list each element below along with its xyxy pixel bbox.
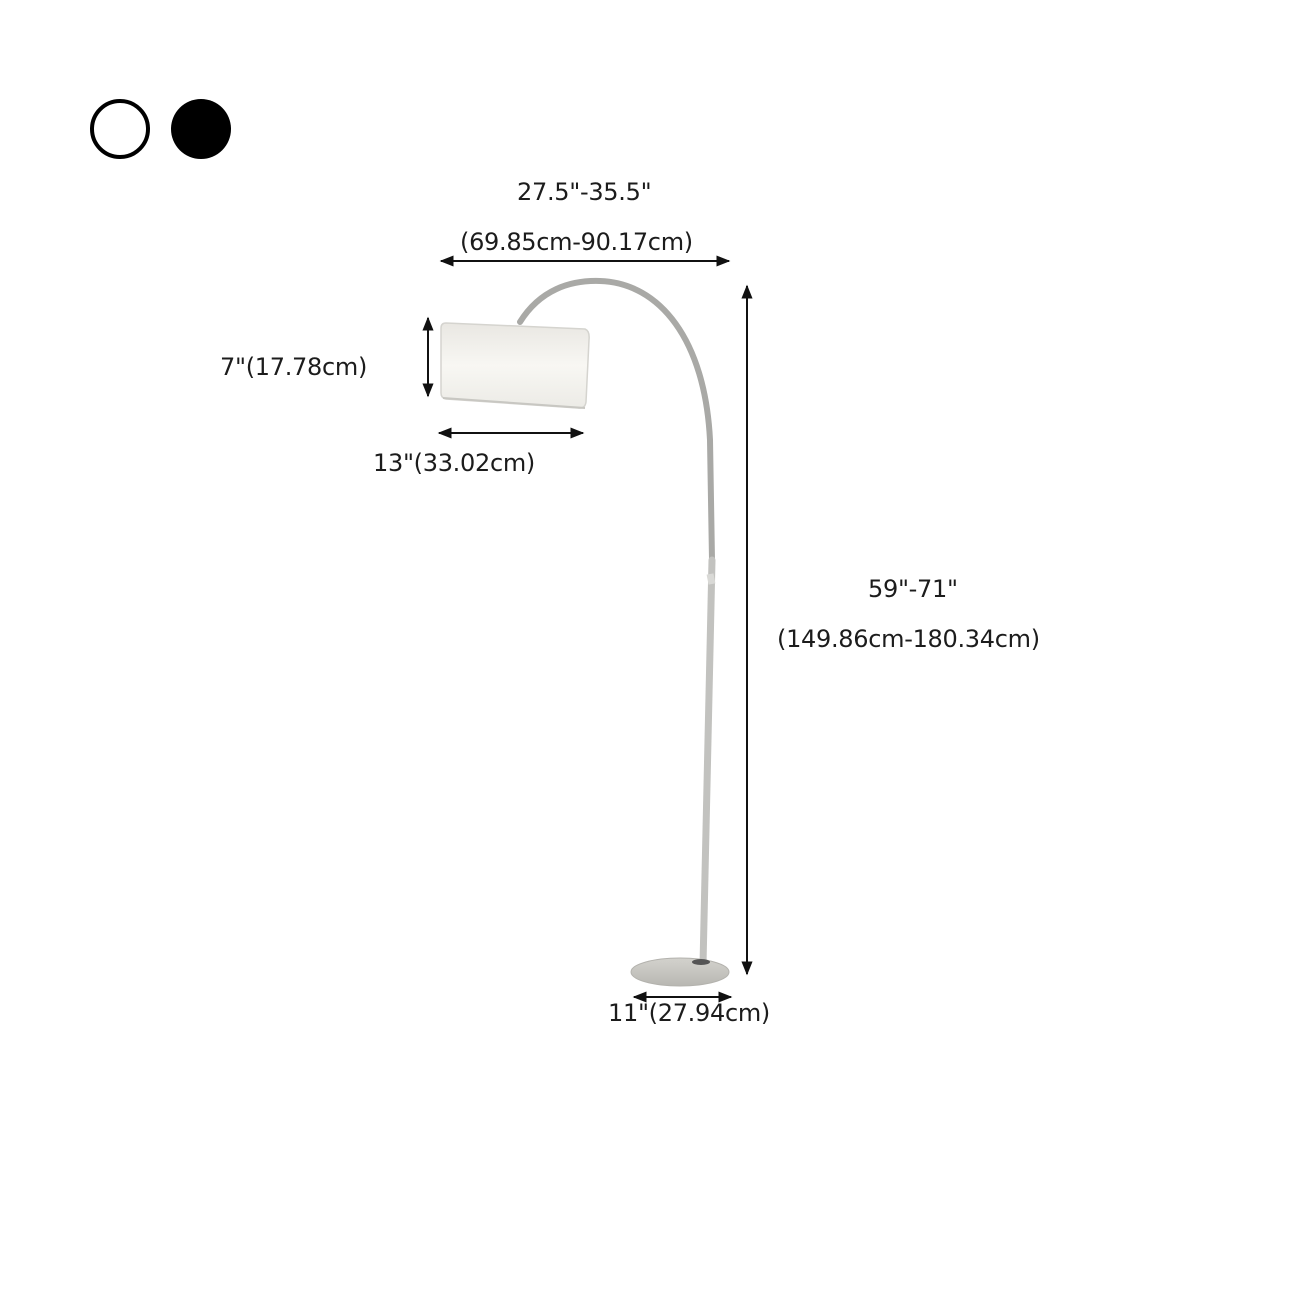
lamp-base <box>630 957 730 987</box>
arm-reach-inches-label: 27.5"-35.5" <box>517 178 652 206</box>
arm-reach-cm-label: (69.85cm-90.17cm) <box>460 228 693 256</box>
shade-width-label: 13"(33.02cm) <box>373 449 535 477</box>
color-swatch-black[interactable] <box>171 99 231 159</box>
base-diameter-label: 11"(27.94cm) <box>608 999 770 1027</box>
color-swatch-white[interactable] <box>90 99 150 159</box>
lamp-shade <box>440 322 590 409</box>
lamp-pole <box>517 277 716 969</box>
total-height-cm-label: (149.86cm-180.34cm) <box>777 625 1040 653</box>
shade-height-label: 7"(17.78cm) <box>220 353 368 381</box>
total-height-inches-label: 59"-71" <box>868 575 958 603</box>
